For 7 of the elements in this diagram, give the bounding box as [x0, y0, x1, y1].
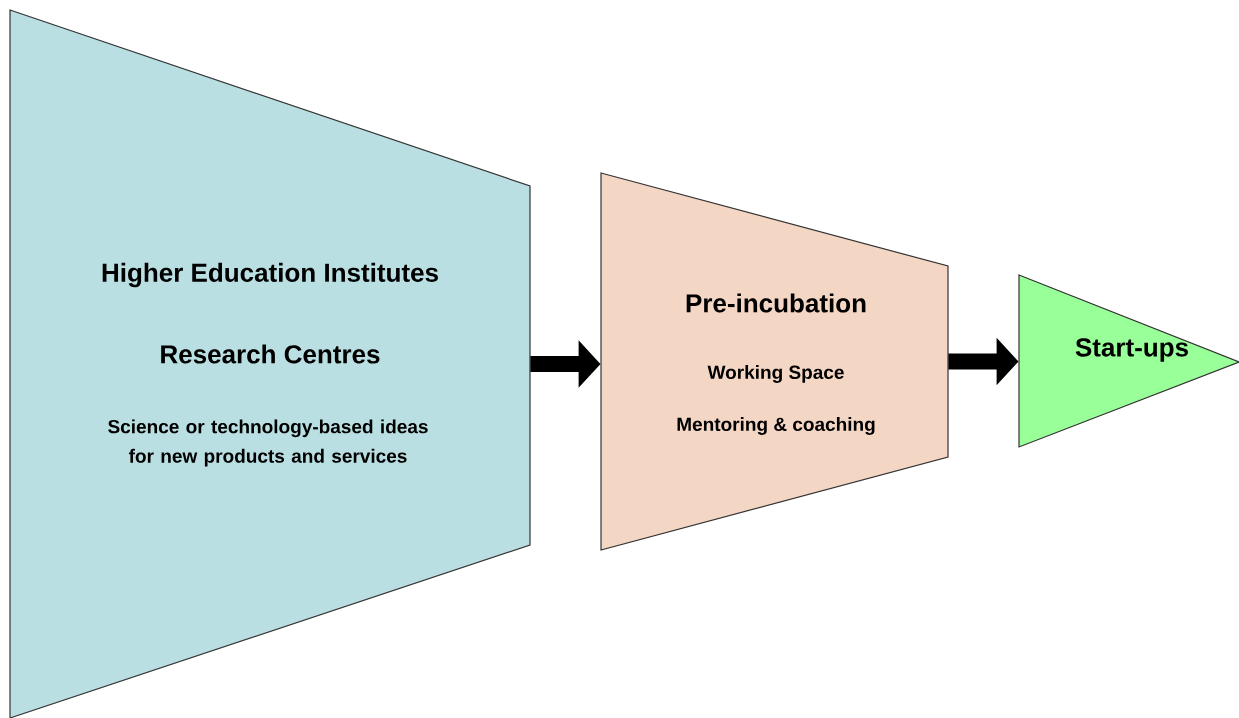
heading-text: Start-ups [1075, 338, 1188, 362]
subheading-text: Research Centres [161, 344, 380, 364]
heading-text: Pre-incubation [686, 293, 866, 313]
heading-text: Higher Education Institutes [102, 262, 438, 288]
subheading-text: Working Space [707, 365, 844, 383]
body-text: Science or technology-based ideas for new products and services [108, 419, 428, 467]
body-text: Mentoring & coaching [677, 417, 875, 435]
